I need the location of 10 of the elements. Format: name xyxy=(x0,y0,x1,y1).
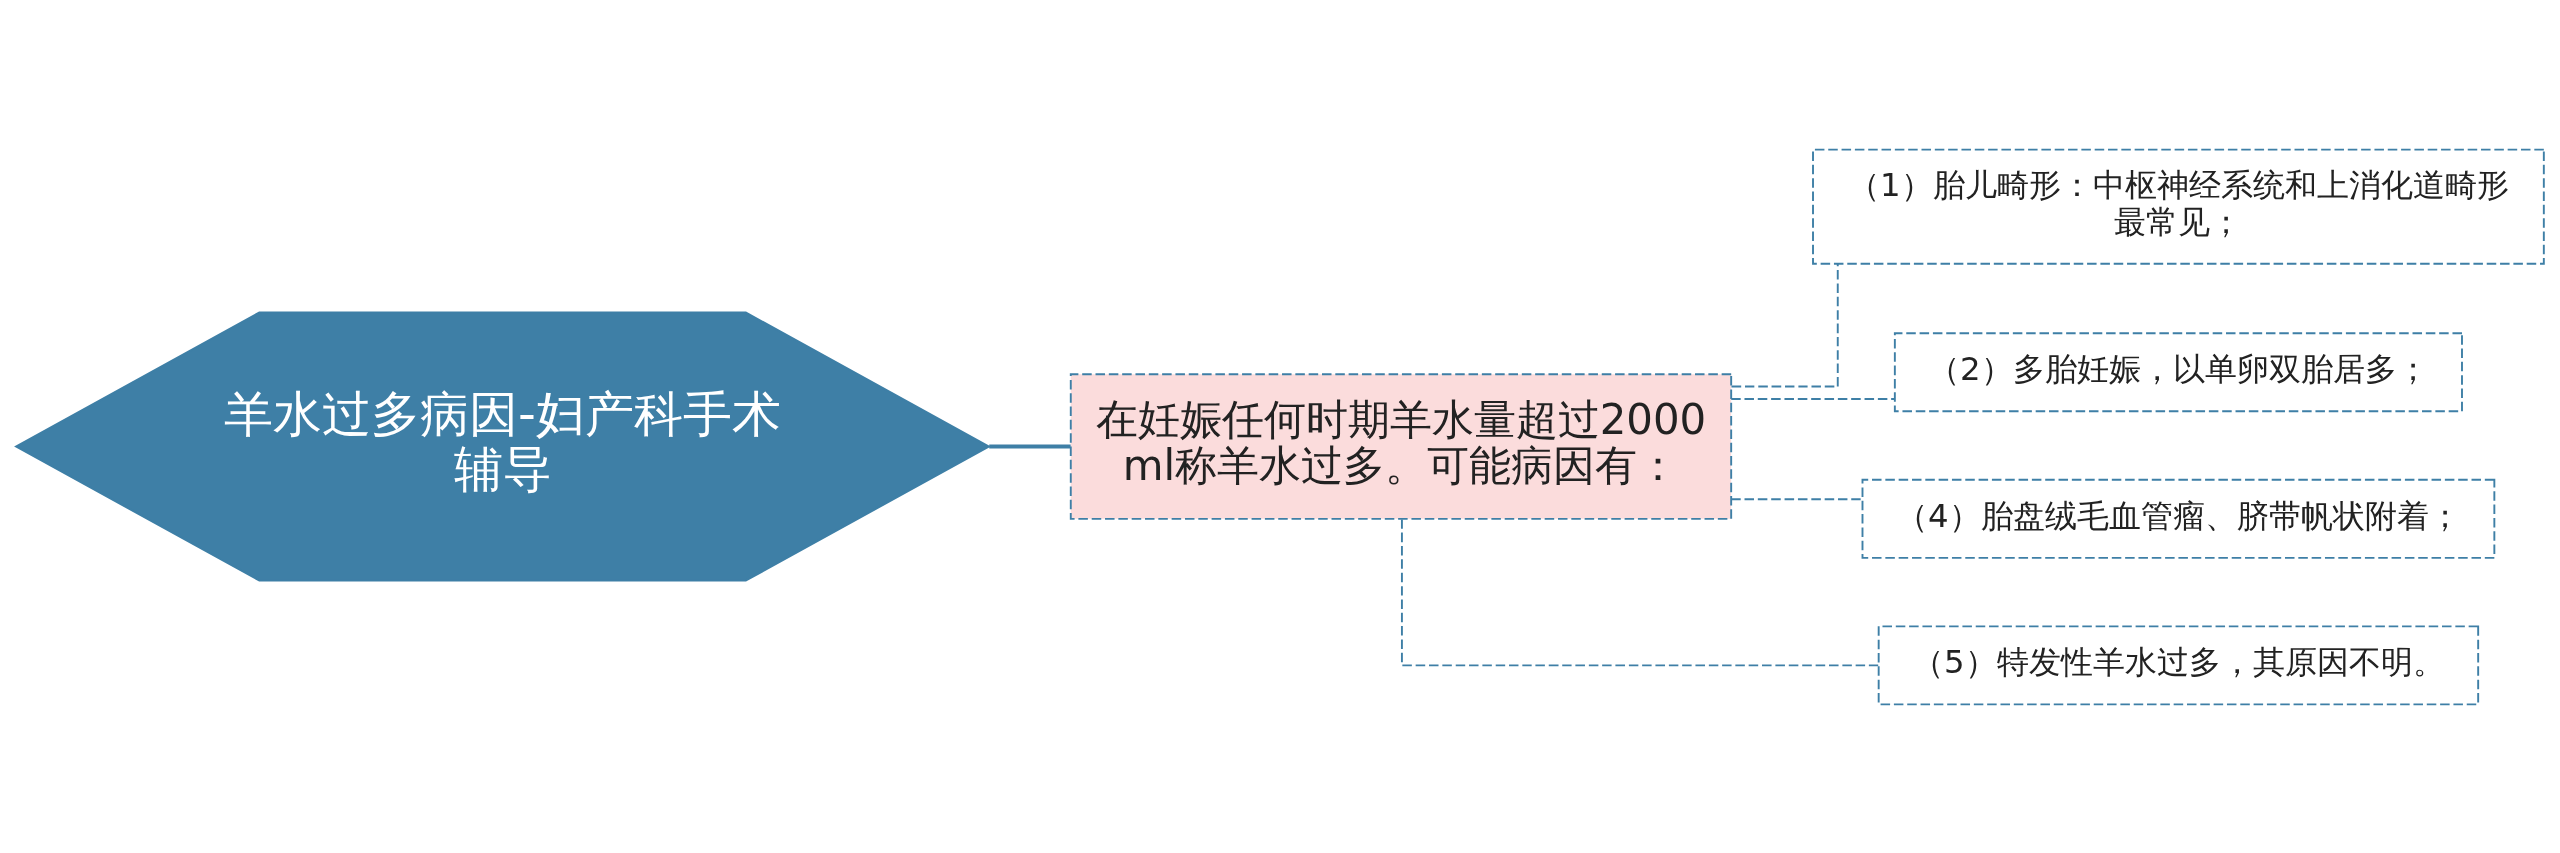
connector xyxy=(1401,517,1880,666)
connector xyxy=(1730,497,1864,500)
connector xyxy=(1730,262,1839,387)
node-box: （1）胎儿畸形：中枢神经系统和上消化道畸形最常见； xyxy=(1812,148,2545,265)
connector xyxy=(1730,397,1896,400)
node-box: （4）胎盘绒毛血管瘤、脐带帆状附着； xyxy=(1861,478,2496,559)
node-box: （2）多胎妊娠，以单卵双胎居多； xyxy=(1893,331,2463,412)
node-box: （5）特发性羊水过多，其原因不明。 xyxy=(1877,624,2480,705)
connector xyxy=(989,444,1071,448)
node-box: 在妊娠任何时期羊水量超过2000ml称羊水过多。可能病因有： xyxy=(1069,372,1733,520)
